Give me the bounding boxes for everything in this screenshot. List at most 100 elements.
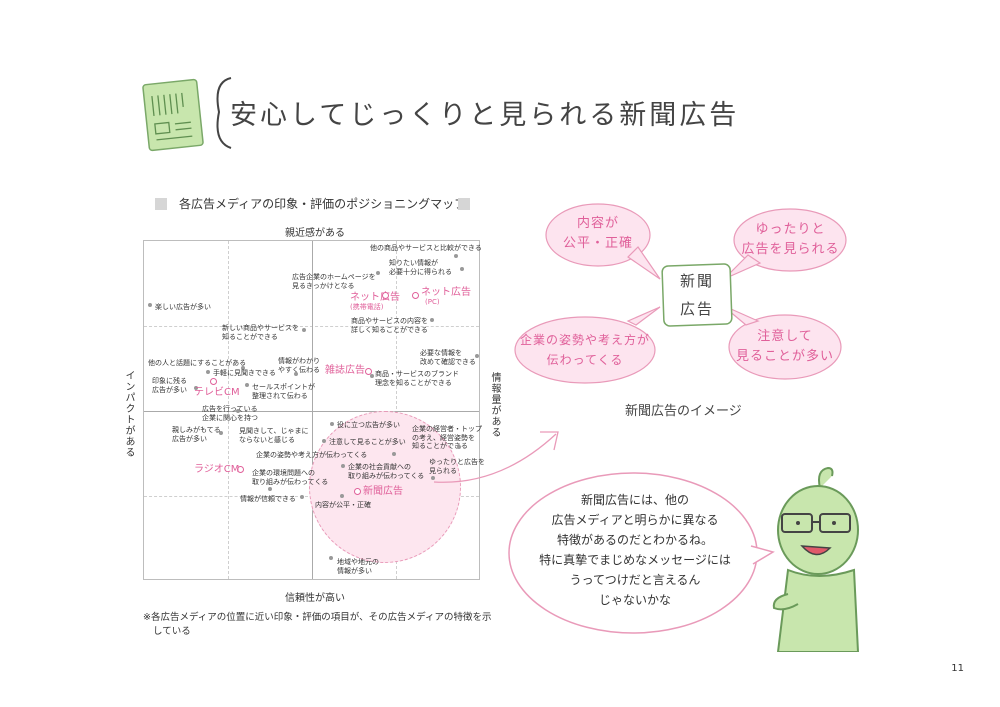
map-item: 地域や地元の情報が多い	[337, 558, 379, 575]
page-number: 11	[951, 663, 964, 674]
speech-line: 新聞広告には、他の	[580, 493, 689, 507]
map-item-dot	[322, 439, 326, 443]
axis-bottom-label: 信頼性が高い	[285, 593, 345, 604]
map-item: 知りたい情報が必要十分に得られる	[389, 259, 452, 276]
map-item: 広告企業のホームページを見るきっかけとなる	[292, 273, 376, 290]
map-item-dot	[460, 267, 464, 271]
speech-bubble	[508, 472, 775, 634]
map-item: 他の商品やサービスと比較ができる	[370, 244, 482, 252]
map-item: 役に立つ広告が多い	[337, 421, 400, 429]
image-center-label: 新聞広告	[679, 272, 714, 318]
map-item-dot	[236, 409, 240, 413]
map-item: 見聞きして、じゃまにならないと感じる	[239, 427, 309, 444]
map-item: 他の人と話題にすることがある	[148, 359, 247, 367]
map-item-dot	[268, 487, 272, 491]
page-title: 安心してじっくりと見られる新聞広告	[230, 100, 740, 131]
speech-line: 特に真摯でまじめなメッセージには	[539, 553, 731, 567]
footnote-line-2: している	[153, 626, 191, 637]
map-item: 楽しい広告が多い	[155, 303, 211, 311]
map-item-dot	[475, 354, 479, 358]
media-magazine: 雑誌広告	[325, 365, 365, 376]
speech-line: じゃないかな	[598, 593, 671, 607]
axis-top-label: 親近感がある	[285, 228, 345, 239]
map-item: 企業の姿勢や考え方が伝わってくる	[256, 451, 368, 459]
map-item-dot	[241, 366, 245, 370]
media-radio-marker	[237, 466, 244, 473]
chart-title: 各広告メディアの印象・評価のポジショニングマップ	[179, 197, 467, 211]
chart-footnote: ※各広告メディアの位置に近い印象・評価の項目が、その広告メディアの特徴を示 して…	[143, 611, 493, 639]
heading-square-right	[458, 198, 470, 210]
speech-text: 新聞広告には、他の 広告メディアと明らかに異なる 特徴があるのだとわかるね。 特…	[515, 490, 755, 610]
axis-left-label: インパクトがある	[123, 370, 134, 458]
map-item-dot	[148, 303, 152, 307]
map-item: 注意して見ることが多い	[329, 438, 406, 446]
media-newspaper: 新聞広告	[363, 486, 403, 497]
map-item: 新しい商品やサービスを知ることができる	[222, 324, 299, 341]
map-item-dot	[340, 494, 344, 498]
map-item: 内容が公平・正確	[315, 501, 371, 509]
gridline-h1	[144, 326, 479, 327]
map-item-dot	[275, 439, 279, 443]
gridline-v2	[396, 241, 397, 579]
media-net-mobile-marker	[382, 292, 389, 299]
map-item: 親しみがもてる広告が多い	[172, 426, 221, 443]
axis-right-label: 情報量がある	[489, 372, 500, 438]
map-item: 企業の経営者・トップの考え、経営姿勢を知ることができる	[412, 425, 482, 450]
map-item: 印象に残る広告が多い	[152, 377, 187, 394]
image-bubble-relaxed: ゆったりと広告を見られる	[741, 222, 840, 257]
map-item-dot	[302, 328, 306, 332]
axis-horizontal	[144, 411, 479, 412]
title-bracket-decoration	[216, 77, 232, 149]
map-item-dot	[431, 476, 435, 480]
arrow-icon	[433, 431, 559, 483]
image-bubble-fair: 内容が公平・正確	[562, 216, 633, 251]
media-net-mobile: ネット広告(携帯電話)	[350, 292, 400, 312]
axis-vertical	[312, 241, 313, 579]
media-tv-marker	[210, 378, 217, 385]
map-item-dot	[457, 445, 461, 449]
media-net-pc-marker	[412, 292, 419, 299]
map-item-dot	[294, 372, 298, 376]
newspaper-icon	[142, 78, 204, 152]
map-item-dot	[219, 431, 223, 435]
newspaper-highlight-area	[309, 411, 461, 563]
newspaper-image-bubbles	[514, 203, 847, 384]
map-item: 情報がわかりやすく伝わる	[278, 357, 320, 374]
speech-line: うってつけだと言えるん	[569, 573, 701, 587]
media-net-pc: ネット広告(PC)	[421, 287, 471, 307]
character-illustration	[772, 466, 860, 652]
map-item-dot	[454, 254, 458, 258]
speech-line: 特徴があるのだとわかるね。	[556, 533, 713, 547]
map-item: 商品やサービスの内容を詳しく知ることができる	[351, 317, 428, 334]
map-item: ゆったりと広告を見られる	[429, 458, 485, 475]
map-item: 必要な情報を改めて確認できる	[420, 349, 476, 366]
map-item-dot	[206, 370, 210, 374]
image-bubble-stance: 企業の姿勢や考え方が伝わってくる	[519, 333, 650, 367]
map-item-dot	[430, 318, 434, 322]
map-item-dot	[245, 383, 249, 387]
positioning-map: 他の商品やサービスと比較ができる 知りたい情報が必要十分に得られる 広告企業のホ…	[143, 240, 485, 580]
map-item: セールスポイントが整理されて伝わる	[252, 383, 315, 400]
image-caption: 新聞広告のイメージ	[625, 404, 742, 419]
map-item: 広告を行っている企業に関心を持つ	[202, 405, 258, 422]
map-item-dot	[329, 556, 333, 560]
map-item-dot	[376, 271, 380, 275]
map-item-dot	[341, 464, 345, 468]
media-radio: ラジオCM	[194, 464, 240, 475]
map-item: 商品・サービスのブランド理念を知ることができる	[375, 370, 459, 387]
map-item-dot	[300, 495, 304, 499]
map-item: 企業の環境問題への取り組みが伝わってくる	[252, 469, 329, 486]
footnote-line-1: ※各広告メディアの位置に近い印象・評価の項目が、その広告メディアの特徴を示	[143, 612, 492, 623]
map-item-dot	[370, 374, 374, 378]
map-item-dot	[194, 386, 198, 390]
map-item: 手軽に見聞きできる	[213, 369, 276, 377]
media-newspaper-marker	[354, 488, 361, 495]
chart-heading: 各広告メディアの印象・評価のポジショニングマップ	[155, 195, 470, 215]
media-magazine-marker	[365, 368, 372, 375]
map-item: 企業の社会貢献への取り組みが伝わってくる	[348, 463, 425, 480]
map-item-dot	[330, 422, 334, 426]
map-item-dot	[392, 452, 396, 456]
map-item: 情報が信頼できる	[240, 495, 296, 503]
image-bubble-attention: 注意して見ることが多い	[735, 329, 834, 364]
gridline-v1	[228, 241, 229, 579]
